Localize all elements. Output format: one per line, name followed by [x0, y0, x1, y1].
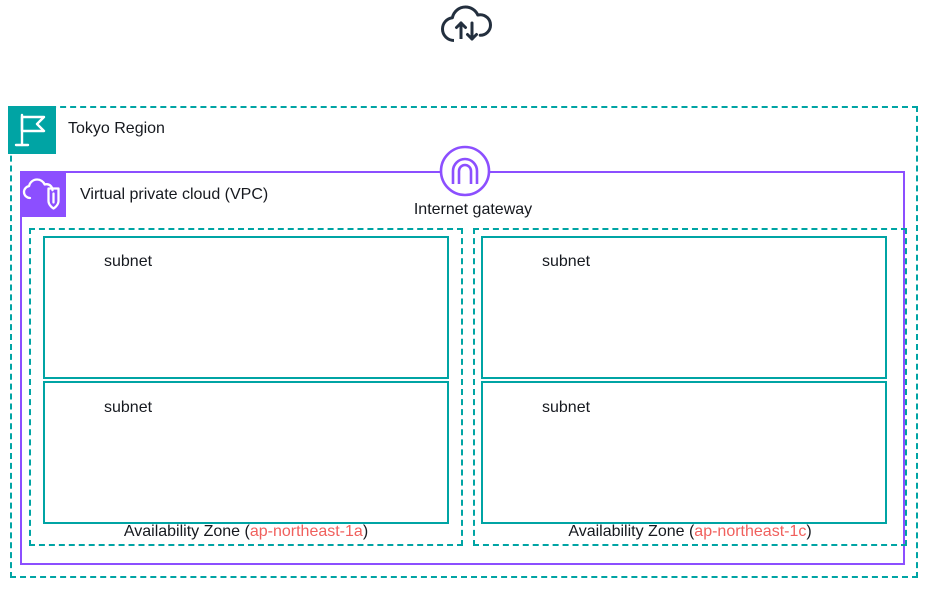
availability-zone-label-suffix: ) — [362, 523, 369, 540]
availability-zone-label-prefix: Availability Zone ( — [568, 523, 695, 540]
subnet-box — [481, 381, 887, 524]
vpc-title: Virtual private cloud (VPC) — [80, 186, 269, 203]
region-flag-icon — [8, 106, 56, 154]
region-container — [10, 106, 918, 578]
availability-zone-container — [473, 228, 907, 546]
availability-zone-label-suffix: ) — [806, 523, 812, 540]
availability-zone-id: ap-northeast-1c — [694, 523, 807, 540]
subnet-label: subnet — [104, 253, 153, 270]
subnet-label: subnet — [104, 399, 153, 416]
subnet-box — [43, 236, 449, 379]
availability-zone-container — [29, 228, 463, 546]
internet-gateway-icon — [438, 144, 492, 198]
subnet-label: subnet — [542, 399, 591, 416]
subnet-box — [43, 381, 449, 524]
subnet-box — [481, 236, 887, 379]
region-title: Tokyo Region — [68, 120, 165, 137]
internet-cloud-icon — [440, 4, 492, 48]
availability-zone-id: ap-northeast-1a — [249, 523, 363, 540]
availability-zone-label: Availability Zone (ap-northeast-1c) — [473, 523, 907, 541]
availability-zone-label: Availability Zone (ap-northeast-1a) — [29, 523, 463, 541]
internet-gateway-label: Internet gateway — [413, 201, 533, 218]
vpc-cloud-shield-icon — [20, 171, 66, 217]
subnet-label: subnet — [542, 253, 591, 270]
availability-zone-label-prefix: Availability Zone ( — [123, 523, 250, 540]
